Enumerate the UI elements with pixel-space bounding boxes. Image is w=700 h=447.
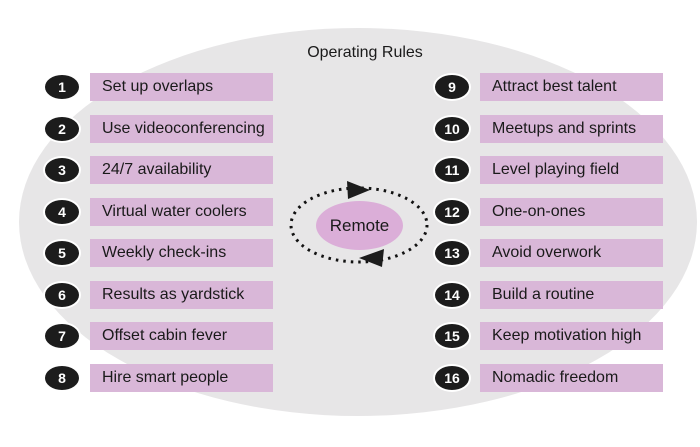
number-badge: 16 bbox=[433, 363, 471, 392]
dotted-cycle-ellipse bbox=[289, 186, 429, 264]
rule-bar: Build a routine bbox=[480, 280, 663, 309]
number-badge: 3 bbox=[43, 156, 81, 184]
rule-row: 7 Offset cabin fever bbox=[43, 322, 273, 350]
rule-label: Level playing field bbox=[492, 161, 620, 178]
remote-label: Remote bbox=[329, 215, 390, 235]
rule-row: 1 Set up overlaps bbox=[43, 73, 273, 101]
number-badge: 8 bbox=[43, 363, 81, 392]
rule-row: 16 Nomadic freedom bbox=[433, 363, 663, 392]
rule-label: Attract best talent bbox=[492, 78, 617, 95]
rule-label: Hire smart people bbox=[102, 368, 229, 386]
rule-label: One-on-ones bbox=[492, 202, 586, 220]
rule-label: Keep motivation high bbox=[492, 327, 642, 344]
remote-center-node: Remote bbox=[316, 201, 403, 250]
rule-row: 6 Results as yardstick bbox=[43, 280, 273, 309]
rule-row: 12 One-on-ones bbox=[433, 197, 663, 226]
number-badge: 5 bbox=[43, 239, 81, 267]
diagram-title: Operating Rules bbox=[307, 44, 423, 61]
number-badge: 7 bbox=[43, 322, 81, 350]
clockwise-arrow-top-icon bbox=[347, 181, 370, 199]
number-badge: 12 bbox=[433, 197, 471, 226]
rule-bar: Virtual water coolers bbox=[90, 197, 273, 226]
rule-bar: Weekly check-ins bbox=[90, 239, 273, 267]
number-badge: 6 bbox=[43, 280, 81, 309]
clockwise-arrow-bottom-icon bbox=[359, 249, 384, 267]
rule-label: Meetups and sprints bbox=[492, 119, 637, 137]
rule-bar: 24/7 availability bbox=[90, 156, 273, 184]
number-badge: 9 bbox=[433, 73, 471, 101]
rule-bar: Results as yardstick bbox=[90, 280, 273, 309]
left-column: 1 Set up overlaps 2 Use videoconferencin… bbox=[43, 73, 273, 405]
rule-label: Virtual water coolers bbox=[102, 202, 247, 220]
number-badge: 4 bbox=[43, 197, 81, 226]
number-badge: 2 bbox=[43, 114, 81, 143]
rule-row: 8 Hire smart people bbox=[43, 363, 273, 392]
rotation-cycle-icon bbox=[289, 181, 429, 267]
rule-row: 15 Keep motivation high bbox=[433, 322, 663, 350]
rule-label: Results as yardstick bbox=[102, 285, 245, 303]
rule-label: Set up overlaps bbox=[102, 78, 214, 95]
rule-label: Build a routine bbox=[492, 285, 595, 303]
rule-bar: Keep motivation high bbox=[480, 322, 663, 350]
rule-row: 13 Avoid overwork bbox=[433, 239, 663, 267]
number-badge: 1 bbox=[43, 73, 81, 101]
rule-row: 2 Use videoconferencing bbox=[43, 114, 273, 143]
rule-row: 5 Weekly check-ins bbox=[43, 239, 273, 267]
rule-label: Nomadic freedom bbox=[492, 368, 619, 386]
rule-label: Use videoconferencing bbox=[102, 119, 265, 137]
rule-label: Offset cabin fever bbox=[102, 327, 228, 344]
rule-bar: Avoid overwork bbox=[480, 239, 663, 267]
number-badge: 14 bbox=[433, 280, 471, 309]
rule-bar: Attract best talent bbox=[480, 73, 663, 101]
rule-bar: Use videoconferencing bbox=[90, 114, 273, 143]
rule-row: 10 Meetups and sprints bbox=[433, 114, 663, 143]
rule-bar: Level playing field bbox=[480, 156, 663, 184]
number-badge: 10 bbox=[433, 114, 471, 143]
rule-bar: One-on-ones bbox=[480, 197, 663, 226]
number-badge: 13 bbox=[433, 239, 471, 267]
rule-bar: Nomadic freedom bbox=[480, 363, 663, 392]
rule-row: 14 Build a routine bbox=[433, 280, 663, 309]
rule-row: 3 24/7 availability bbox=[43, 156, 273, 184]
rule-bar: Offset cabin fever bbox=[90, 322, 273, 350]
rule-bar: Meetups and sprints bbox=[480, 114, 663, 143]
rule-row: 11 Level playing field bbox=[433, 156, 663, 184]
rule-row: 4 Virtual water coolers bbox=[43, 197, 273, 226]
rule-label: Weekly check-ins bbox=[102, 244, 227, 261]
rule-bar: Set up overlaps bbox=[90, 73, 273, 101]
rule-label: Avoid overwork bbox=[492, 244, 602, 261]
number-badge: 15 bbox=[433, 322, 471, 350]
number-badge: 11 bbox=[433, 156, 471, 184]
right-column: 9 Attract best talent 10 Meetups and spr… bbox=[433, 73, 663, 405]
rule-row: 9 Attract best talent bbox=[433, 73, 663, 101]
rule-label: 24/7 availability bbox=[102, 161, 212, 178]
rule-bar: Hire smart people bbox=[90, 363, 273, 392]
